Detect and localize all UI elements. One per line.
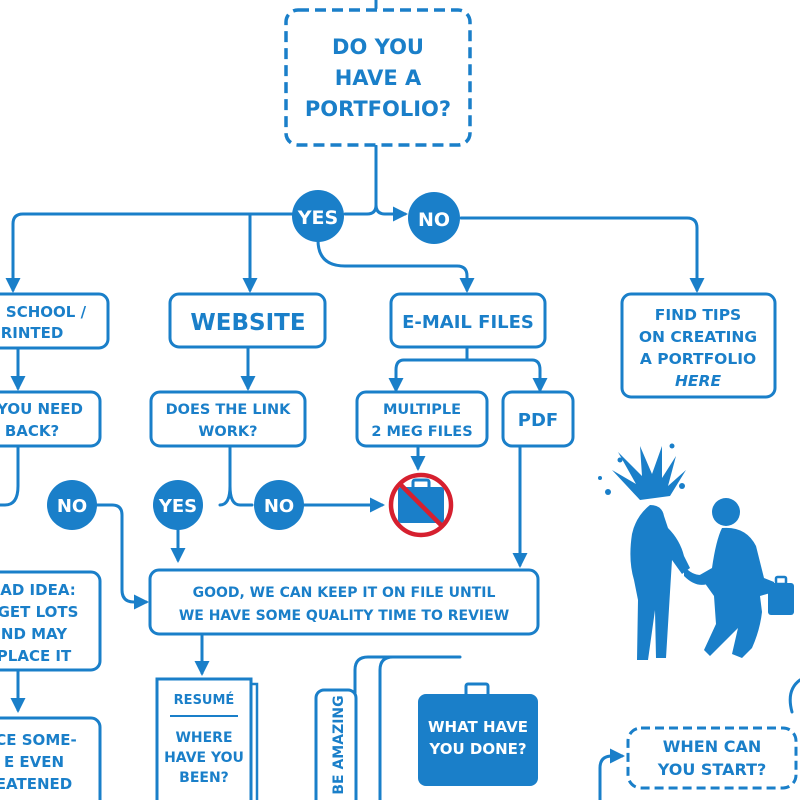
svg-text:ON CREATING: ON CREATING — [639, 328, 757, 346]
top-no-label: NO — [418, 209, 450, 231]
svg-text:HAVE YOU: HAVE YOU — [164, 750, 244, 766]
left-no-circle: NO — [47, 480, 97, 530]
svg-text:YOU NEED: YOU NEED — [0, 400, 83, 418]
handshake-figures-icon — [598, 443, 794, 660]
website-box: WEBSITE — [168, 292, 327, 349]
svg-text:CE SOME-: CE SOME- — [0, 731, 77, 749]
link-works-box: DOES THE LINK WORK? — [149, 390, 307, 448]
svg-text:WHERE: WHERE — [175, 730, 232, 746]
start-line-2: HAVE A — [335, 66, 422, 90]
top-yes-circle: YES — [292, 190, 344, 242]
email-files-box: E-MAIL FILES — [389, 292, 547, 349]
start-line-1: DO YOU — [332, 35, 424, 59]
svg-text:YES: YES — [158, 496, 197, 517]
svg-text:YOU START?: YOU START? — [657, 760, 767, 779]
svg-text:YOU DONE?: YOU DONE? — [428, 740, 526, 758]
exploding-head-icon — [598, 443, 686, 500]
svg-text:GET LOTS: GET LOTS — [0, 603, 78, 621]
top-yes-label: YES — [297, 207, 338, 229]
what-have-you-done-briefcase: WHAT HAVE YOU DONE? — [418, 682, 538, 786]
svg-text:ND MAY: ND MAY — [1, 625, 68, 643]
svg-text:BACK?: BACK? — [5, 422, 59, 440]
top-no-circle: NO — [408, 192, 460, 244]
be-amazing-box: BE AMAZING — [314, 688, 358, 800]
multiple-files-box: MULTIPLE 2 MEG FILES — [355, 390, 489, 448]
svg-text:RESUMÉ: RESUMÉ — [174, 692, 235, 708]
svg-text:WEBSITE: WEBSITE — [190, 310, 305, 336]
resume-paper: RESUMÉ WHERE HAVE YOU BEEN? — [155, 677, 259, 800]
website-yes-circle: YES — [153, 480, 203, 530]
svg-text:FIND TIPS: FIND TIPS — [655, 306, 741, 324]
start-line-3: PORTFOLIO? — [305, 97, 451, 121]
tips-here-link[interactable]: HERE — [675, 372, 721, 390]
svg-text:AD IDEA:: AD IDEA: — [0, 581, 75, 599]
svg-text:RINTED: RINTED — [1, 324, 64, 342]
svg-text:NO: NO — [264, 496, 294, 517]
svg-text:PLACE IT: PLACE IT — [0, 647, 72, 665]
svg-text:MULTIPLE: MULTIPLE — [383, 402, 461, 418]
good-keep-on-file-box: GOOD, WE CAN KEEP IT ON FILE UNTIL WE HA… — [148, 568, 540, 636]
left-bottom-box: CE SOME- E EVEN EATENED — [0, 716, 102, 800]
svg-text:WHEN CAN: WHEN CAN — [663, 737, 761, 756]
svg-text:WORK?: WORK? — [198, 424, 257, 440]
when-can-you-start-box: WHEN CAN YOU START? — [626, 726, 798, 790]
svg-text:BE AMAZING: BE AMAZING — [331, 695, 347, 794]
svg-text:2 MEG FILES: 2 MEG FILES — [371, 424, 472, 440]
svg-text:E-MAIL FILES: E-MAIL FILES — [402, 312, 534, 333]
edge-arc — [788, 678, 800, 714]
svg-text:GOOD, WE CAN KEEP IT ON FILE U: GOOD, WE CAN KEEP IT ON FILE UNTIL — [193, 585, 496, 601]
svg-text:DOES THE LINK: DOES THE LINK — [166, 402, 292, 418]
start-question-box: DO YOU HAVE A PORTFOLIO? — [284, 8, 472, 147]
school-printed-box: SCHOOL / RINTED — [0, 292, 110, 350]
briefcase-prohibited-icon — [388, 472, 454, 538]
bad-idea-box: AD IDEA: GET LOTS ND MAY PLACE IT — [0, 570, 102, 672]
svg-text:NO: NO — [57, 496, 87, 517]
svg-text:WE HAVE SOME QUALITY TIME TO R: WE HAVE SOME QUALITY TIME TO REVIEW — [179, 608, 509, 624]
svg-text:A PORTFOLIO: A PORTFOLIO — [640, 350, 756, 368]
website-no-circle: NO — [254, 480, 304, 530]
need-back-box: YOU NEED BACK? — [0, 390, 102, 448]
find-tips-box: FIND TIPS ON CREATING A PORTFOLIO HERE — [620, 292, 777, 399]
svg-text:SCHOOL /: SCHOOL / — [6, 303, 87, 321]
svg-text:EATENED: EATENED — [0, 775, 72, 793]
svg-text:WHAT HAVE: WHAT HAVE — [428, 718, 528, 736]
svg-text:PDF: PDF — [518, 410, 558, 431]
pdf-box: PDF — [501, 390, 575, 448]
svg-text:E EVEN: E EVEN — [4, 753, 64, 771]
connectors — [0, 0, 705, 800]
svg-text:BEEN?: BEEN? — [179, 770, 229, 786]
